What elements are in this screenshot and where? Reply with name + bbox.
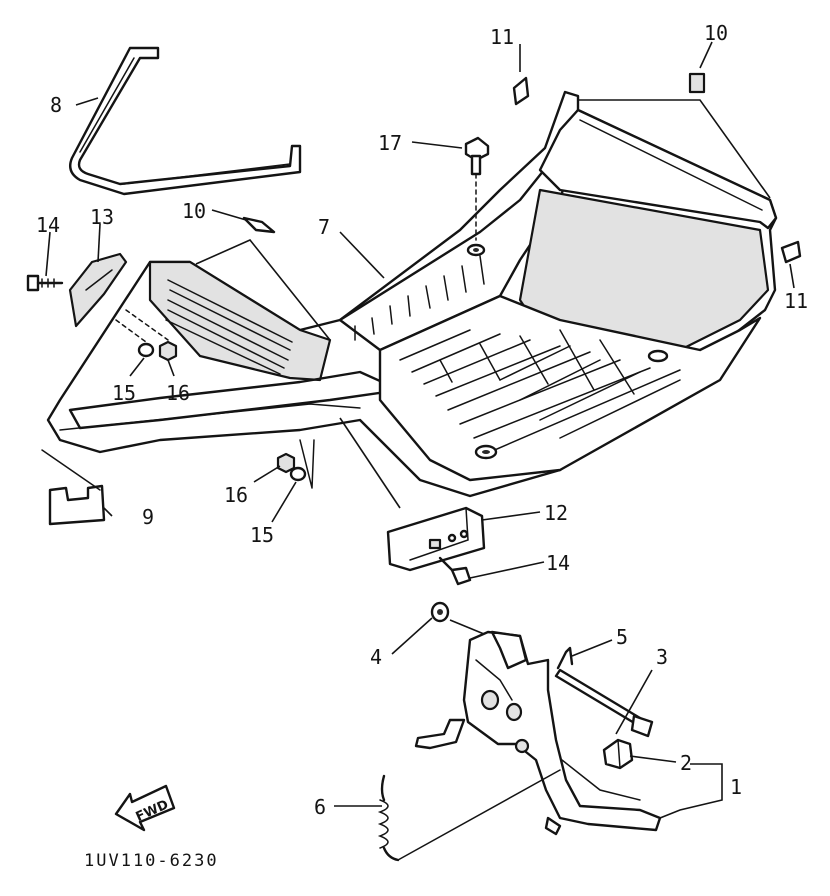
- part-16-nut-upper: [158, 340, 178, 362]
- part-14-screw-lower: [438, 556, 472, 586]
- part-11-plate-top: [512, 76, 530, 106]
- part-15-washer-lower: [289, 466, 307, 482]
- part-14-screw-left: [26, 274, 64, 292]
- callout-16-lower: 16: [224, 483, 248, 507]
- callout-15-lower: 15: [250, 523, 274, 547]
- part-3-shaft: [554, 668, 654, 738]
- part-12-cover: [386, 506, 486, 572]
- part-4-washer: [430, 601, 450, 623]
- callout-12: 12: [544, 501, 568, 525]
- part-10-plate-right: [688, 72, 706, 94]
- diagram-code: 1UV110-6230: [84, 851, 219, 871]
- callout-1: 1: [730, 775, 742, 799]
- part-6-spring: [377, 769, 561, 862]
- callout-2: 2: [680, 751, 692, 775]
- callout-4: 4: [370, 645, 382, 669]
- callout-11-top: 11: [490, 25, 514, 49]
- floor-ribs: [399, 329, 681, 453]
- callout-7: 7: [318, 215, 330, 239]
- front-vent: [165, 279, 293, 375]
- part-8-bracket: [69, 46, 302, 196]
- part-17-bolt: [464, 136, 490, 241]
- callout-6: 6: [314, 795, 326, 819]
- callout-14-left: 14: [36, 213, 60, 237]
- part-13-bracket: [68, 252, 128, 328]
- part-2-stopper: [602, 738, 634, 770]
- callout-15-upper: 15: [112, 381, 136, 405]
- part-11-plate-right: [780, 240, 802, 264]
- callout-9: 9: [142, 505, 154, 529]
- callout-5: 5: [616, 625, 628, 649]
- callout-10-left: 10: [182, 199, 206, 223]
- part-16-nut-lower: [276, 452, 296, 474]
- callout-16-upper: 16: [166, 381, 190, 405]
- part-10-plate-left: [242, 216, 276, 234]
- callout-17: 17: [378, 131, 402, 155]
- callout-10-right: 10: [704, 21, 728, 45]
- callout-13: 13: [90, 205, 114, 229]
- callout-3: 3: [656, 645, 668, 669]
- part-1-main-stand: [414, 630, 662, 836]
- part-7-floor-board: [46, 90, 778, 498]
- callout-11-right: 11: [784, 289, 808, 313]
- fwd-arrow-icon: [114, 784, 176, 832]
- callout-14-lower: 14: [546, 551, 570, 575]
- part-15-washer-upper: [137, 342, 155, 358]
- leader-lines: [45, 41, 795, 819]
- callout-8: 8: [50, 93, 62, 117]
- part-9-clip: [41, 449, 106, 526]
- part-5-cotter-pin: [556, 646, 574, 670]
